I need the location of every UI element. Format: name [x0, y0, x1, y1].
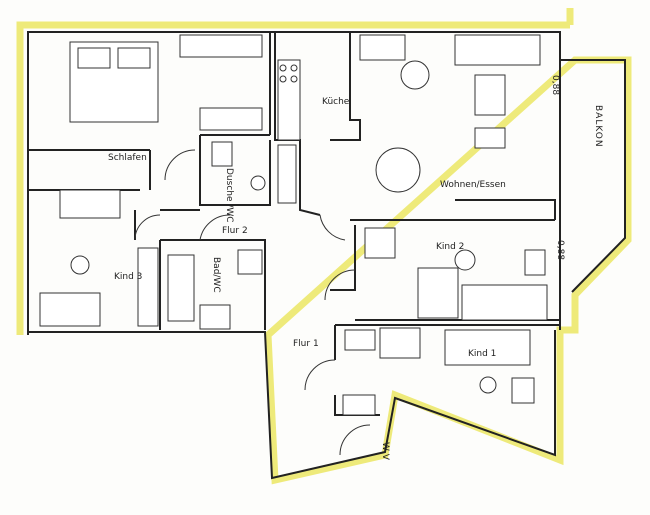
- dining-table: [375, 147, 421, 193]
- desk-kind3: [59, 189, 121, 219]
- kitchen-counter: [277, 59, 301, 141]
- bed-kind3: [39, 292, 101, 327]
- window-mark: 0,88: [550, 75, 560, 95]
- doors[interactable]: [134, 149, 371, 456]
- room-label-dusche: Dusche /WC: [224, 168, 234, 223]
- room-label-schlafen: Schlafen: [108, 153, 147, 163]
- sofa: [454, 34, 541, 66]
- washbasin: [199, 304, 231, 330]
- dresser: [199, 107, 263, 131]
- bathtub: [167, 254, 195, 322]
- small-table: [400, 60, 430, 90]
- room-label-kind2: Kind 2: [436, 242, 464, 252]
- shelf-kind3: [137, 247, 159, 327]
- outer-outline: [16, 8, 632, 485]
- room-label-kueche: Küche: [322, 97, 350, 107]
- window-mark: 0,88: [555, 240, 565, 260]
- furniture: [39, 34, 548, 416]
- wc-mark: W V: [380, 442, 390, 461]
- room-label-bad: Bad/WC: [211, 257, 221, 293]
- desk-kind2: [417, 267, 459, 319]
- room-label-flur1: Flur 1: [293, 339, 319, 349]
- bed-kind1: [444, 329, 531, 366]
- room-label-flur2: Flur 2: [222, 226, 248, 236]
- room-label-kind1: Kind 1: [468, 349, 496, 359]
- room-label-wohnen: Wohnen/Essen: [440, 180, 506, 190]
- wardrobe: [179, 34, 263, 58]
- room-label-kind3: Kind 3: [114, 272, 142, 282]
- shower: [211, 141, 233, 167]
- bed-kind2: [461, 284, 548, 321]
- sink: [250, 175, 266, 191]
- outer-walls: [27, 31, 626, 480]
- room-label-balkon: BALKON: [593, 105, 603, 148]
